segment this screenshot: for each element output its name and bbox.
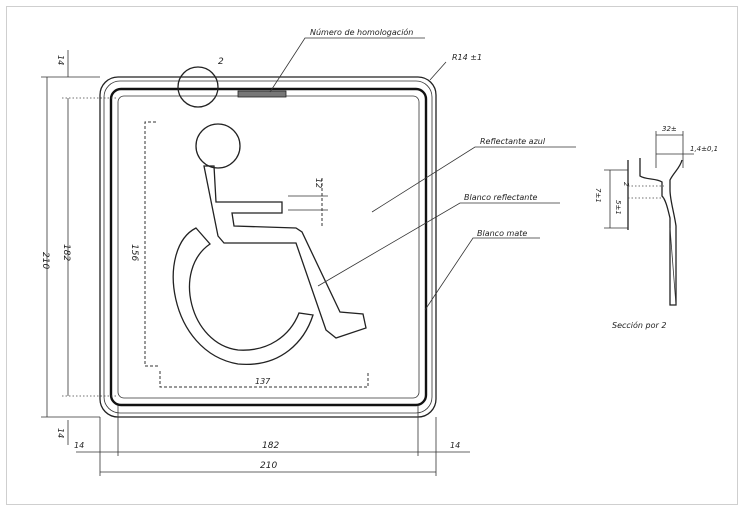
leader-radius: [429, 61, 447, 81]
sec-text-small: 2: [622, 182, 630, 187]
label-section-title: Sección por 2: [612, 320, 666, 330]
leader-white-matte: [424, 237, 540, 311]
label-detail-ref: 2: [218, 57, 224, 67]
dim-text-top-margin: 14: [56, 55, 65, 65]
detail-circle: [177, 66, 219, 108]
plate-inner-border: [109, 87, 428, 407]
dim-text-outer-height: 210: [40, 252, 50, 269]
symbol-height-bracket: [144, 121, 158, 367]
dim-text-outer-width: 210: [260, 461, 277, 471]
sec-text-flange: 5±1: [614, 200, 622, 215]
section-detail: [604, 131, 694, 306]
section-profile: [627, 158, 683, 306]
symbol-width-bracket: [159, 371, 369, 388]
leader-reflective-blue: [371, 146, 576, 213]
wheelchair-symbol: [172, 123, 367, 365]
label-white-reflective: Blanco reflectante: [464, 193, 537, 202]
label-corner-radius: R14 ±1: [452, 53, 482, 62]
dim-text-left-margin: 14: [74, 441, 84, 450]
label-white-matte: Blanco mate: [477, 229, 527, 238]
plate-inner-border-2: [117, 95, 420, 399]
sec-text-depth: 7±1: [594, 188, 602, 203]
label-reflective-blue: Reflectante azul: [480, 137, 546, 146]
dim-text-inner-height: 182: [61, 244, 71, 261]
leader-white-reflective: [317, 202, 560, 287]
dim-text-symbol-height: 156: [129, 244, 139, 261]
label-homologation-number: Número de homologación: [310, 27, 413, 37]
plate-outer-border: [99, 76, 437, 418]
dim-text-right-margin: 14: [450, 441, 460, 450]
plate-outer-border-2: [103, 80, 433, 414]
dim-text-inner-width: 182: [262, 441, 279, 451]
homologation-number-box: [237, 90, 287, 98]
symbol-body: [203, 165, 367, 339]
leader-homologation: [269, 37, 425, 93]
sec-text-width: 32±: [662, 125, 677, 133]
dim-text-bottom-margin: 14: [56, 428, 65, 438]
sec-hatch: [669, 227, 677, 306]
dim-text-symbol-width: 137: [255, 377, 271, 386]
sec-text-thickness: 1,4±0,1: [690, 145, 718, 153]
dim-text-gap: 12: [314, 178, 323, 188]
symbol-wheel: [172, 227, 314, 365]
symbol-head: [195, 123, 241, 169]
